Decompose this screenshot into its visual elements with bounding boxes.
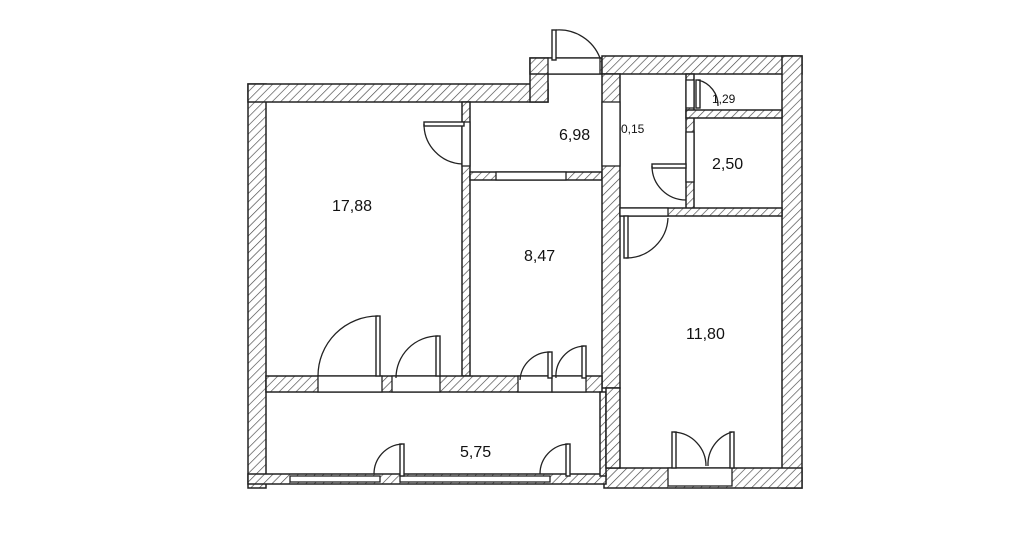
door-balcony[interactable]	[671, 431, 735, 469]
door-large-room[interactable]	[423, 121, 465, 165]
window-corridor-right	[399, 475, 551, 483]
area-room-middle: 8,47	[524, 248, 555, 265]
window-corridor-left	[289, 475, 381, 483]
door-middle-room-1[interactable]	[519, 351, 553, 381]
area-room-hall: 6,98	[559, 127, 590, 144]
door-corridor-bottom-left[interactable]	[373, 443, 405, 477]
door-openings	[317, 57, 695, 393]
doors	[317, 29, 735, 477]
area-room-right: 11,80	[686, 326, 725, 343]
area-room-left-large: 17,88	[332, 198, 372, 215]
room-area-labels: 17,88 8,47 6,98 1,29 2,50 11,80 5,75 0,1…	[332, 92, 743, 461]
door-right-room[interactable]	[623, 215, 669, 259]
door-corridor-mid[interactable]	[395, 335, 441, 379]
door-middle-room-2[interactable]	[555, 345, 587, 379]
area-room-small-tiny: 1,29	[712, 92, 736, 106]
area-room-bath: 2,50	[712, 156, 743, 173]
interior-walls	[265, 73, 783, 477]
door-tiny-room[interactable]	[695, 79, 719, 109]
area-niche: 0,15	[621, 122, 645, 136]
outer-walls	[247, 55, 803, 489]
entrance-door[interactable]	[551, 29, 601, 61]
area-room-corridor-bottom: 5,75	[460, 444, 491, 461]
door-large-room-bottom[interactable]	[317, 315, 381, 377]
window-bottom-right	[667, 467, 733, 487]
door-bath[interactable]	[651, 163, 687, 201]
windows	[289, 467, 733, 487]
door-corridor-bottom-right[interactable]	[539, 443, 571, 477]
